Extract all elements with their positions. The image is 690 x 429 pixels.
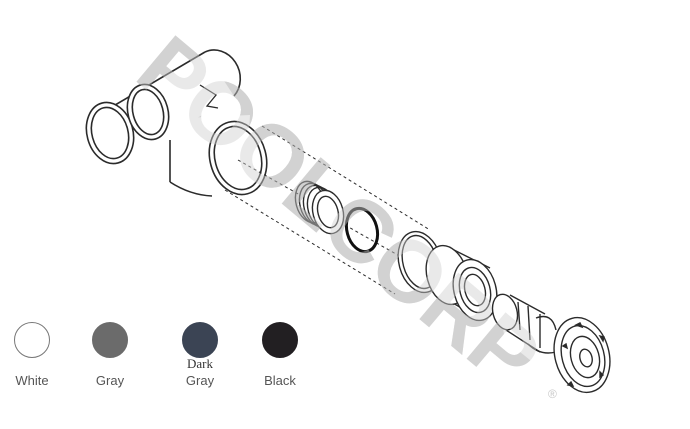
swatch-white (14, 322, 50, 358)
tee-front-outlet (208, 120, 268, 196)
swatch-label-gray: Gray (95, 373, 125, 388)
tee-fitting (85, 49, 268, 197)
swatch-gray (92, 322, 128, 358)
swatch-label-dark: Dark (187, 356, 213, 371)
threaded-insert (294, 180, 345, 235)
watermark-registered-mark: ® (548, 387, 557, 401)
o-ring (344, 206, 380, 254)
swatch-label-black: Black (264, 373, 296, 388)
swatch-black (262, 322, 298, 358)
swatch-label-dark-gray: Gray (185, 373, 215, 388)
swatch-dark-gray (182, 322, 218, 358)
return-nozzle (491, 292, 611, 394)
swatch-label-white: White (15, 373, 49, 388)
flanged-collar (425, 244, 498, 322)
